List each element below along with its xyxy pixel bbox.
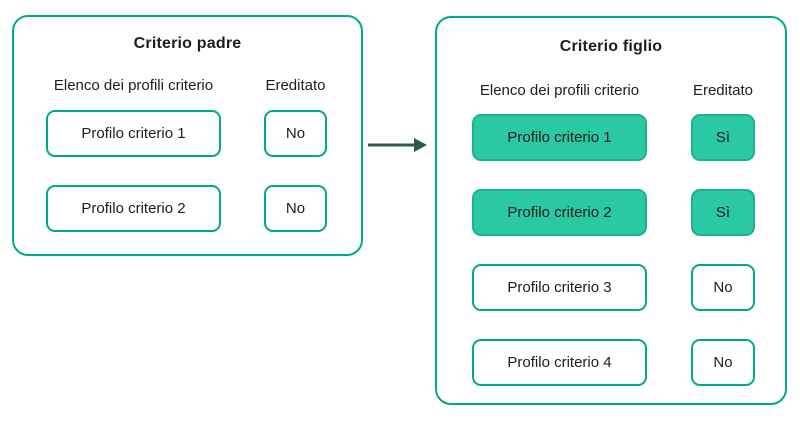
child-inherited-column-header: Ereditato bbox=[692, 82, 754, 99]
parent-profiles-column-header: Elenco dei profili criterio bbox=[53, 77, 214, 94]
child-profile-box-2: Profilo criterio 2 bbox=[472, 189, 647, 236]
parent-panel-title: Criterio padre bbox=[133, 35, 242, 52]
child-criterion-panel: Criterio figlio Elenco dei profili crite… bbox=[435, 16, 787, 405]
parent-inherited-badge-1: No bbox=[264, 110, 327, 157]
parent-inherited-column-header: Ereditato bbox=[265, 77, 326, 94]
parent-profile-box-1: Profilo criterio 1 bbox=[46, 110, 221, 157]
child-inherited-badge-2: Sì bbox=[691, 189, 755, 236]
child-inherited-badge-1: Sì bbox=[691, 114, 755, 161]
parent-profile-box-2: Profilo criterio 2 bbox=[46, 185, 221, 232]
child-profile-box-3: Profilo criterio 3 bbox=[472, 264, 647, 311]
parent-inherited-badge-2: No bbox=[264, 185, 327, 232]
child-inherited-badge-3: No bbox=[691, 264, 755, 311]
child-panel-title: Criterio figlio bbox=[559, 38, 663, 55]
child-profiles-column-header: Elenco dei profili criterio bbox=[479, 82, 640, 99]
child-profile-box-4: Profilo criterio 4 bbox=[472, 339, 647, 386]
parent-to-child-arrow-icon bbox=[368, 131, 428, 159]
parent-criterion-panel: Criterio padre Elenco dei profili criter… bbox=[12, 15, 363, 256]
child-profile-box-1: Profilo criterio 1 bbox=[472, 114, 647, 161]
child-inherited-badge-4: No bbox=[691, 339, 755, 386]
